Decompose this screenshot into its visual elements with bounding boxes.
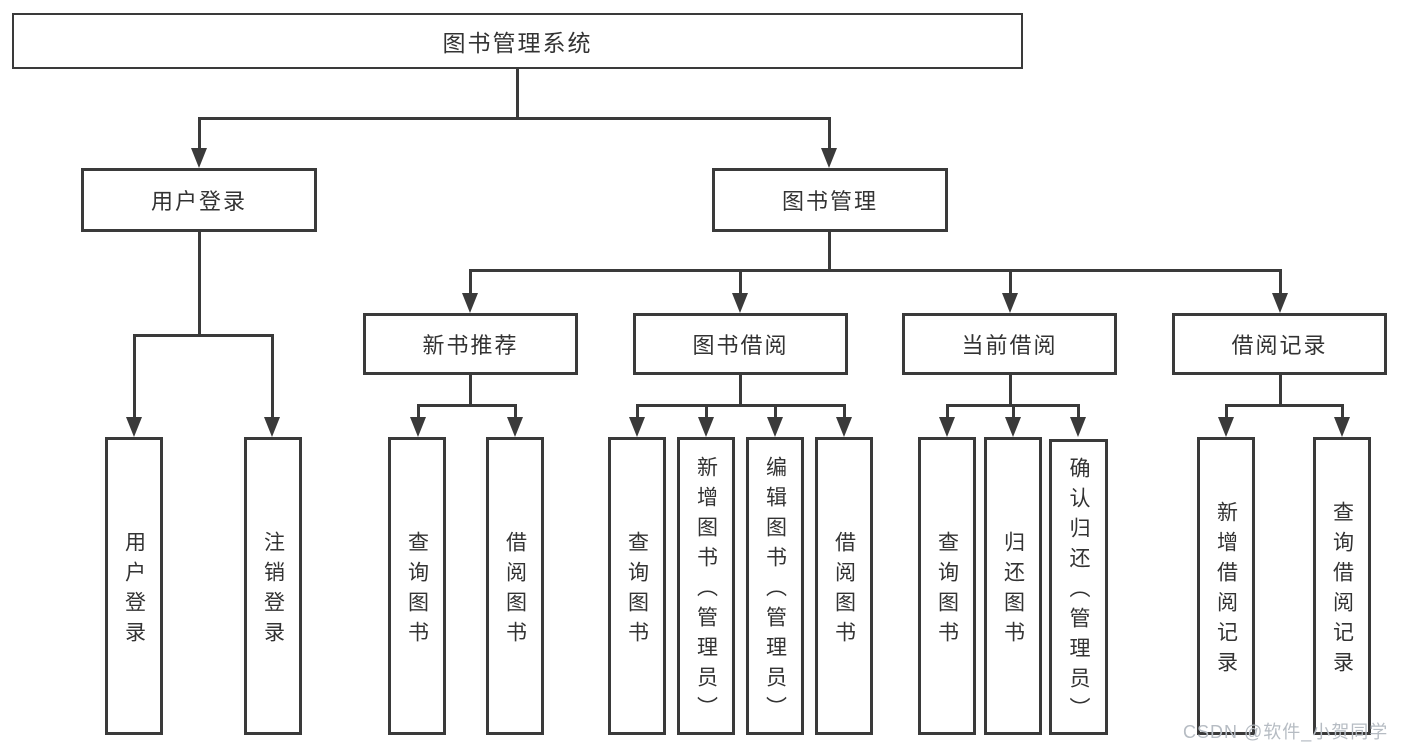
connector-vline bbox=[1279, 375, 1282, 407]
leaf-query-books-recommend: 查询图书 bbox=[388, 437, 446, 735]
connector-vline bbox=[516, 69, 519, 119]
connector-hline bbox=[636, 404, 846, 407]
leaf-user-login: 用户登录 bbox=[105, 437, 163, 735]
connector-vline bbox=[705, 404, 708, 420]
connector-vline bbox=[843, 404, 846, 420]
connector-hline bbox=[1225, 404, 1344, 407]
connector-vline bbox=[271, 334, 274, 420]
connector-vline bbox=[417, 404, 420, 420]
leaf-borrow-books-recommend: 借阅图书 bbox=[486, 437, 544, 735]
leaf-query-books-borrow: 查询图书 bbox=[608, 437, 666, 735]
connector-arrowhead bbox=[1218, 417, 1234, 437]
connector-arrowhead bbox=[1272, 293, 1288, 313]
connector-arrowhead bbox=[410, 417, 426, 437]
connector-arrowhead bbox=[462, 293, 478, 313]
connector-arrowhead bbox=[507, 417, 523, 437]
connector-vline bbox=[1279, 269, 1282, 296]
connector-arrowhead bbox=[264, 417, 280, 437]
connector-arrowhead bbox=[191, 148, 207, 168]
node-user-login: 用户登录 bbox=[81, 168, 317, 232]
connector-vline bbox=[198, 117, 201, 150]
node-borrowing-records: 借阅记录 bbox=[1172, 313, 1387, 375]
connector-vline bbox=[133, 334, 136, 420]
connector-arrowhead bbox=[1002, 293, 1018, 313]
connector-vline bbox=[198, 232, 201, 336]
connector-arrowhead bbox=[821, 148, 837, 168]
connector-vline bbox=[828, 117, 831, 150]
connector-hline bbox=[198, 117, 831, 120]
connector-arrowhead bbox=[767, 417, 783, 437]
leaf-logout-login: 注销登录 bbox=[244, 437, 302, 735]
leaf-query-borrow-record: 查询借阅记录 bbox=[1313, 437, 1371, 735]
connector-arrowhead bbox=[939, 417, 955, 437]
watermark: CSDN @软件_小贺同学 bbox=[1183, 722, 1389, 742]
connector-hline bbox=[469, 269, 1282, 272]
connector-arrowhead bbox=[698, 417, 714, 437]
connector-vline bbox=[1341, 404, 1344, 420]
connector-arrowhead bbox=[1005, 417, 1021, 437]
connector-vline bbox=[828, 232, 831, 271]
leaf-add-borrow-record: 新增借阅记录 bbox=[1197, 437, 1255, 735]
connector-arrowhead bbox=[732, 293, 748, 313]
leaf-return-books: 归还图书 bbox=[984, 437, 1042, 735]
leaf-confirm-return-admin: 确认归还（管理员） bbox=[1049, 439, 1108, 735]
connector-vline bbox=[1012, 404, 1015, 420]
connector-arrowhead bbox=[1334, 417, 1350, 437]
connector-hline bbox=[417, 404, 517, 407]
connector-vline bbox=[469, 375, 472, 407]
connector-vline bbox=[774, 404, 777, 420]
node-book-management: 图书管理 bbox=[712, 168, 948, 232]
connector-arrowhead bbox=[629, 417, 645, 437]
connector-arrowhead bbox=[126, 417, 142, 437]
node-book-management-system: 图书管理系统 bbox=[12, 13, 1023, 69]
connector-arrowhead bbox=[1070, 417, 1086, 437]
leaf-add-books-admin: 新增图书（管理员） bbox=[677, 437, 735, 735]
connector-vline bbox=[1009, 375, 1012, 407]
connector-vline bbox=[739, 269, 742, 296]
connector-vline bbox=[469, 269, 472, 296]
connector-vline bbox=[636, 404, 639, 420]
connector-hline bbox=[133, 334, 274, 337]
leaf-query-books-current: 查询图书 bbox=[918, 437, 976, 735]
connector-vline bbox=[1225, 404, 1228, 420]
connector-vline bbox=[946, 404, 949, 420]
node-current-borrowing: 当前借阅 bbox=[902, 313, 1117, 375]
connector-vline bbox=[739, 375, 742, 407]
connector-arrowhead bbox=[836, 417, 852, 437]
leaf-edit-books-admin: 编辑图书（管理员） bbox=[746, 437, 804, 735]
connector-vline bbox=[514, 404, 517, 420]
node-new-book-recommend: 新书推荐 bbox=[363, 313, 578, 375]
connector-vline bbox=[1009, 269, 1012, 296]
node-book-borrowing: 图书借阅 bbox=[633, 313, 848, 375]
leaf-borrow-books: 借阅图书 bbox=[815, 437, 873, 735]
connector-vline bbox=[1077, 404, 1080, 420]
